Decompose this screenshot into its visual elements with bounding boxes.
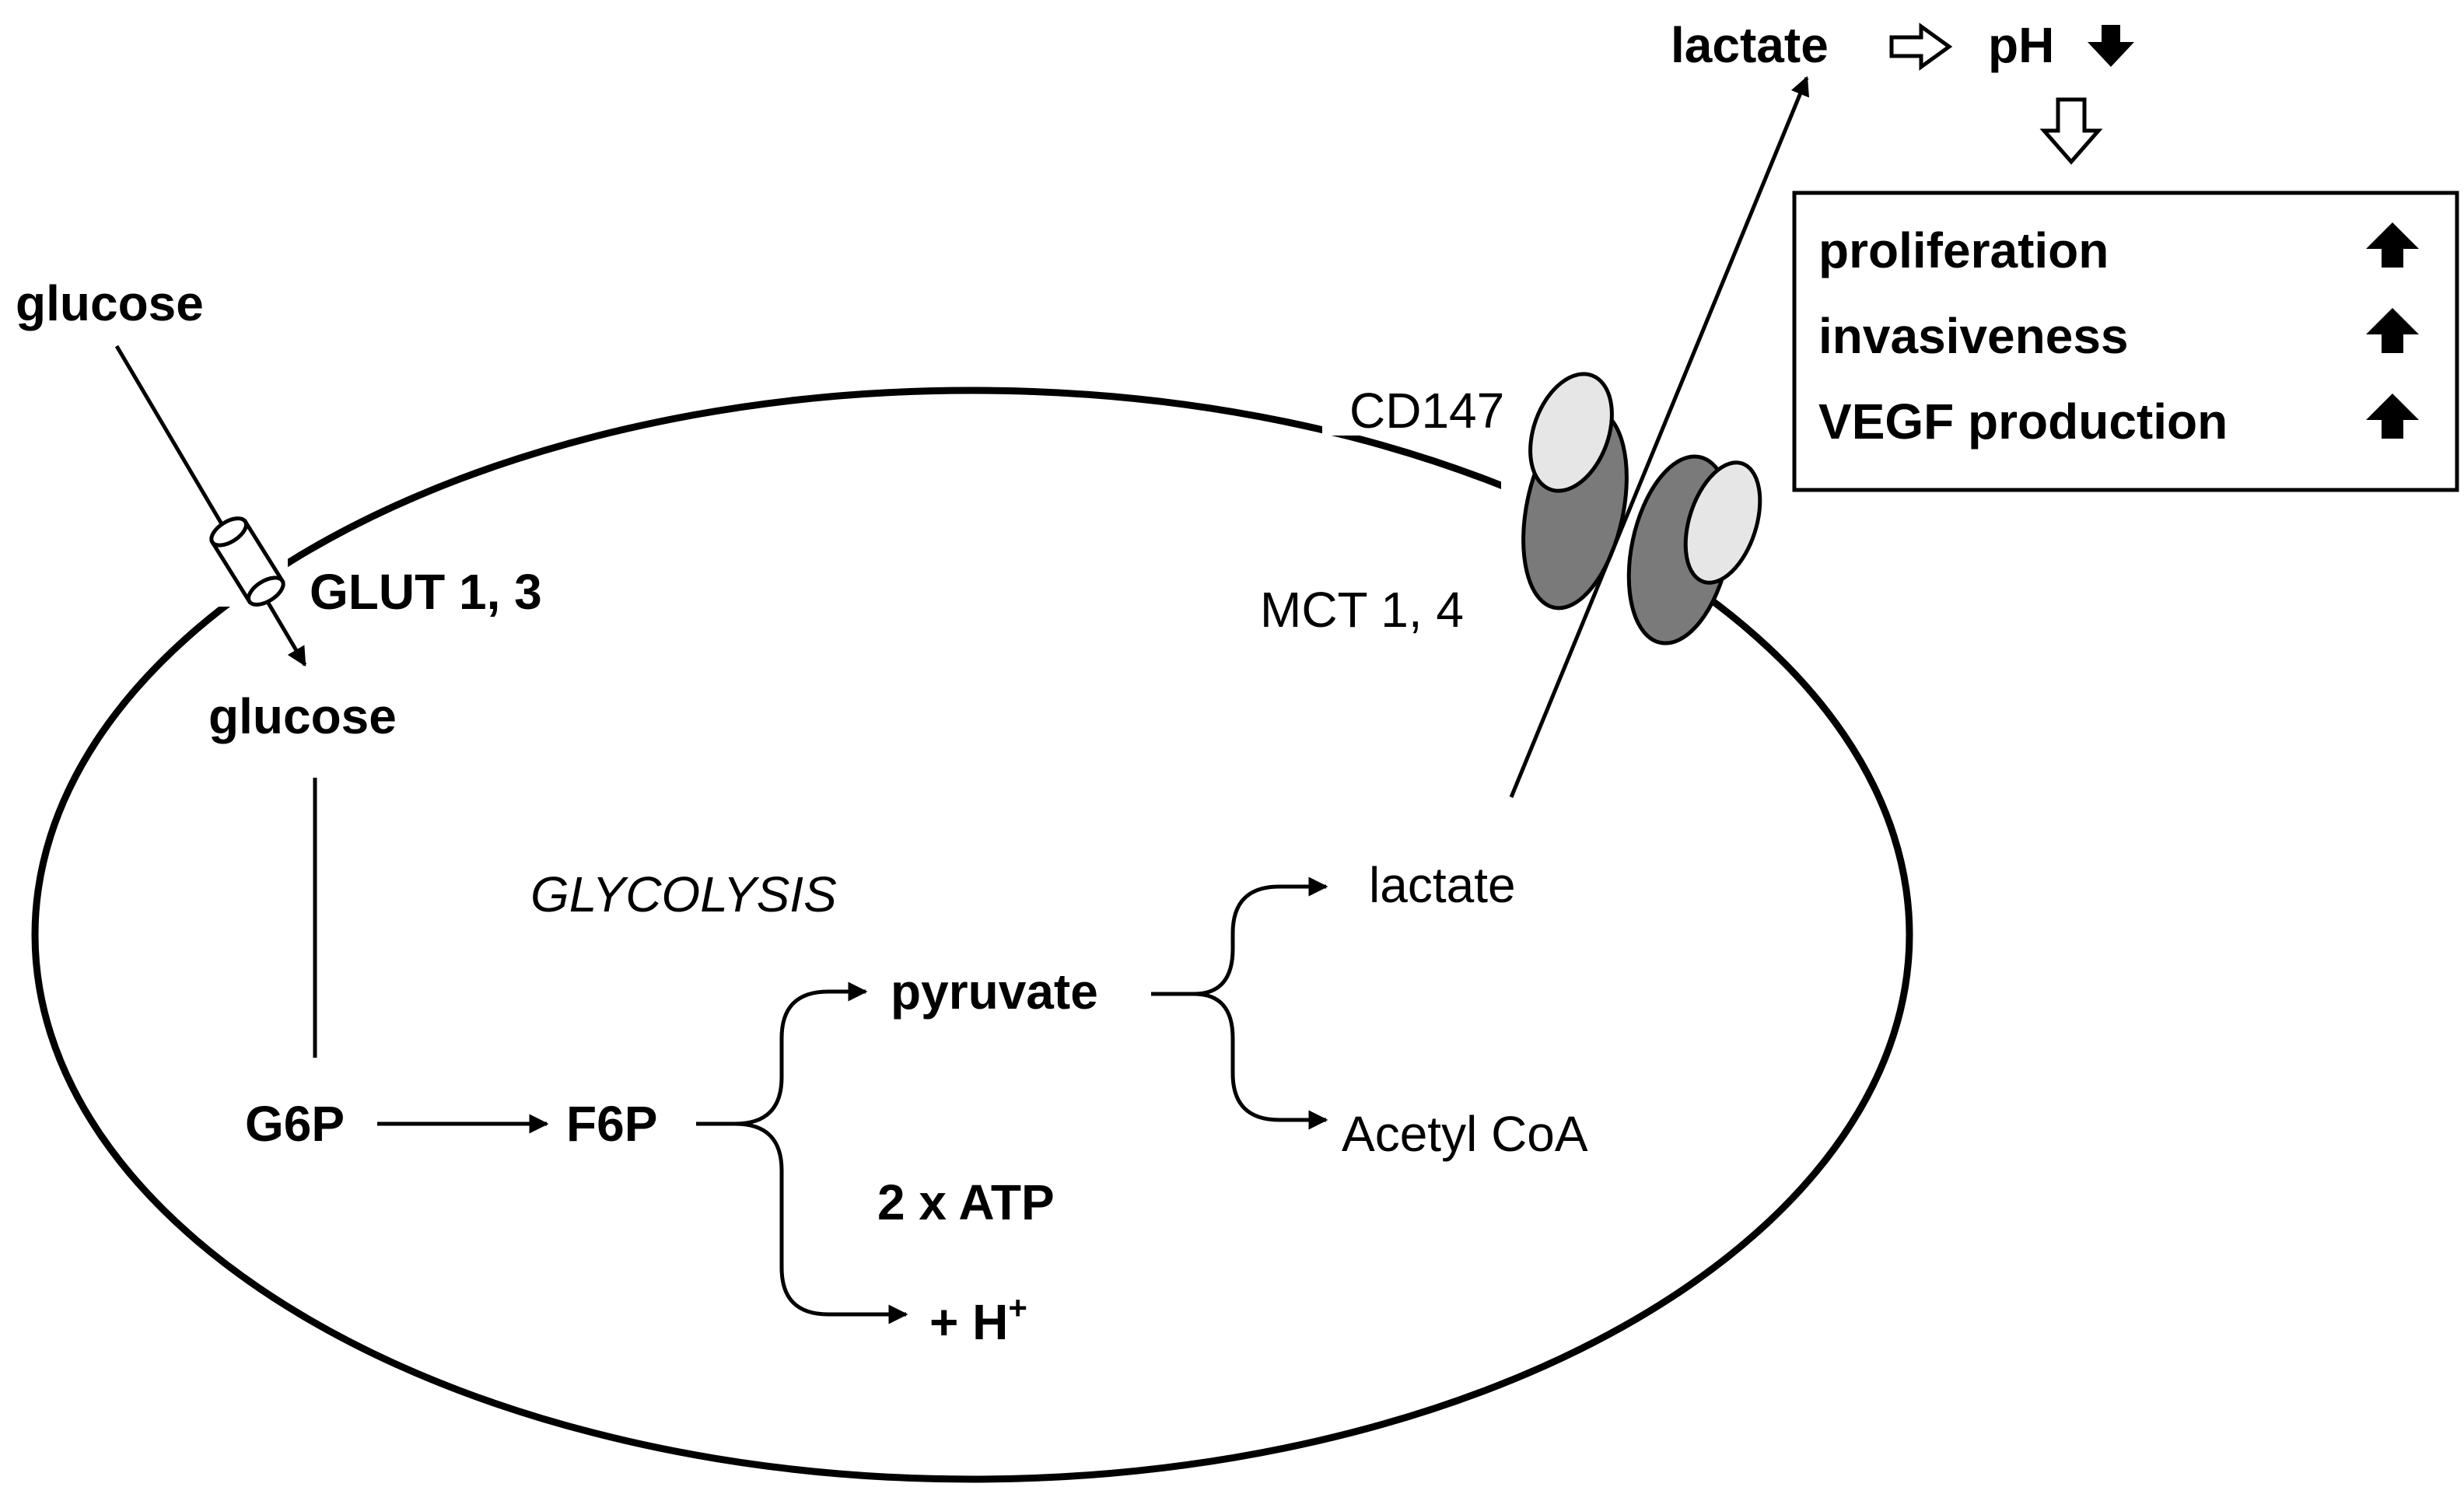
acetyl-coa-label: Acetyl CoA (1342, 1106, 1588, 1162)
ph-down-arrow-icon (2088, 25, 2134, 67)
pyruvate-label: pyruvate (891, 964, 1098, 1020)
f6p-label: F6P (566, 1096, 657, 1152)
glycolysis-label: GLYCOLYSIS (530, 866, 837, 922)
up-arrow-icon (2366, 308, 2419, 353)
effect-proliferation: proliferation (1818, 222, 2109, 278)
pyruvate-acetylcoa-line (1193, 992, 1328, 1130)
pyruvate-lactate-line (1151, 876, 1328, 996)
effects-box (1792, 191, 2459, 492)
glucose-inside-label: glucose (208, 688, 397, 744)
cd147-label: CD147 (1349, 383, 1504, 439)
up-arrow-icon (2366, 222, 2419, 268)
glucose-outside-label: glucose (16, 275, 204, 331)
f6p-hplus-line (734, 1121, 908, 1324)
lactate-outside-label: lactate (1671, 17, 1829, 73)
cell-membrane (31, 387, 1913, 1483)
atp-label: 2 x ATP (877, 1174, 1055, 1230)
glut-transporter-icon (209, 516, 285, 607)
glucose-entry-arrow (114, 345, 307, 667)
cd147-right-icon (1683, 460, 1762, 585)
effect-invasiveness: invasiveness (1818, 308, 2129, 364)
effect-vegf: VEGF production (1818, 394, 2228, 450)
lactate-inside-label: lactate (1369, 857, 1516, 913)
f6p-branch-line (696, 981, 868, 1126)
cd147-left-icon (1528, 372, 1614, 493)
hollow-right-arrow-icon (1889, 23, 1953, 71)
g6p-label: G6P (245, 1096, 345, 1152)
hollow-down-arrow-icon (2039, 97, 2103, 165)
membrane-gap-cd147 (1322, 373, 1509, 436)
up-arrow-icon (2366, 394, 2419, 439)
mct-label: MCT 1, 4 (1260, 582, 1464, 638)
lactate-export-arrow (1509, 75, 1810, 798)
glut-label: GLUT 1, 3 (310, 564, 542, 620)
ph-label: pH (1988, 17, 2054, 73)
h-plus-label: + H+ (929, 1289, 1027, 1350)
